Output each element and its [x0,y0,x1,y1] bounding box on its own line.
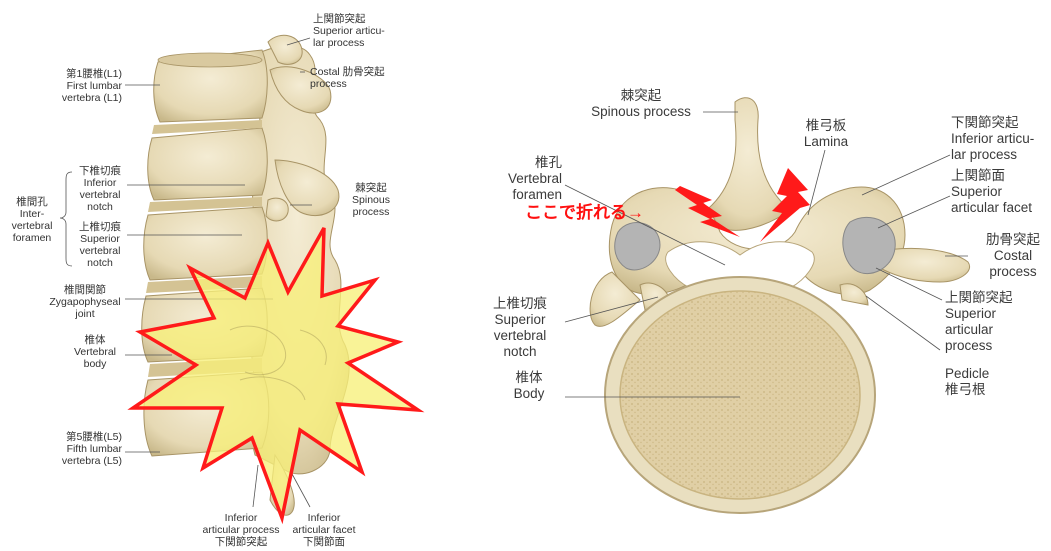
pedicle-label: Pedicle 椎弓根 [945,366,989,398]
vertebral-foramen-label: 椎孔 Vertebral foramen [480,155,562,203]
costal-process-label-axial: 肋骨突起 Costal process [980,232,1046,280]
lamina-label: 椎弓板 Lamina [796,118,856,150]
l1-label: 第1腰椎(L1) First lumbar vertebra (L1) [40,68,122,104]
inferior-articular-facet-label: Inferior articular facet 下関節面 [284,512,364,548]
superior-articular-facet-label: 上関節面 Superior articular facet [951,168,1032,216]
l5-label: 第5腰椎(L5) Fifth lumbar vertebra (L5) [40,431,122,467]
axial-vertebra-illustration [565,98,970,513]
inferior-vertebral-notch-label: 下椎切痕 Inferior vertebral notch [74,165,126,213]
superior-vertebral-notch-label-axial: 上椎切痕 Superior vertebral notch [478,296,562,360]
inferior-articular-process-label-axial: 下関節突起 Inferior articu- lar process [951,115,1034,163]
costal-process-label: Costal 肋骨突起 process [310,66,385,90]
superior-articular-process-label: 上関節突起 Superior articu- lar process [313,13,385,49]
inferior-articular-process-label: Inferior articular process 下関節突起 [196,512,286,548]
superior-vertebral-notch-label: 上椎切痕 Superior vertebral notch [74,221,126,269]
fracture-callout: ここで折れる→ [525,203,644,223]
spinous-process-label: 棘突起 Spinous process [345,182,397,218]
body-label: 椎体 Body [496,370,562,402]
zygapophyseal-joint-label: 椎間関節 Zygapophyseal joint [42,284,128,320]
vertebral-body-label: 椎体 Vertebral body [62,334,128,370]
intervertebral-foramen-label: 椎間孔 Inter- vertebral foramen [4,196,60,244]
spinous-process-label-axial: 棘突起 Spinous process [582,88,700,120]
superior-articular-process-label-axial: 上関節突起 Superior articular process [945,290,1013,354]
